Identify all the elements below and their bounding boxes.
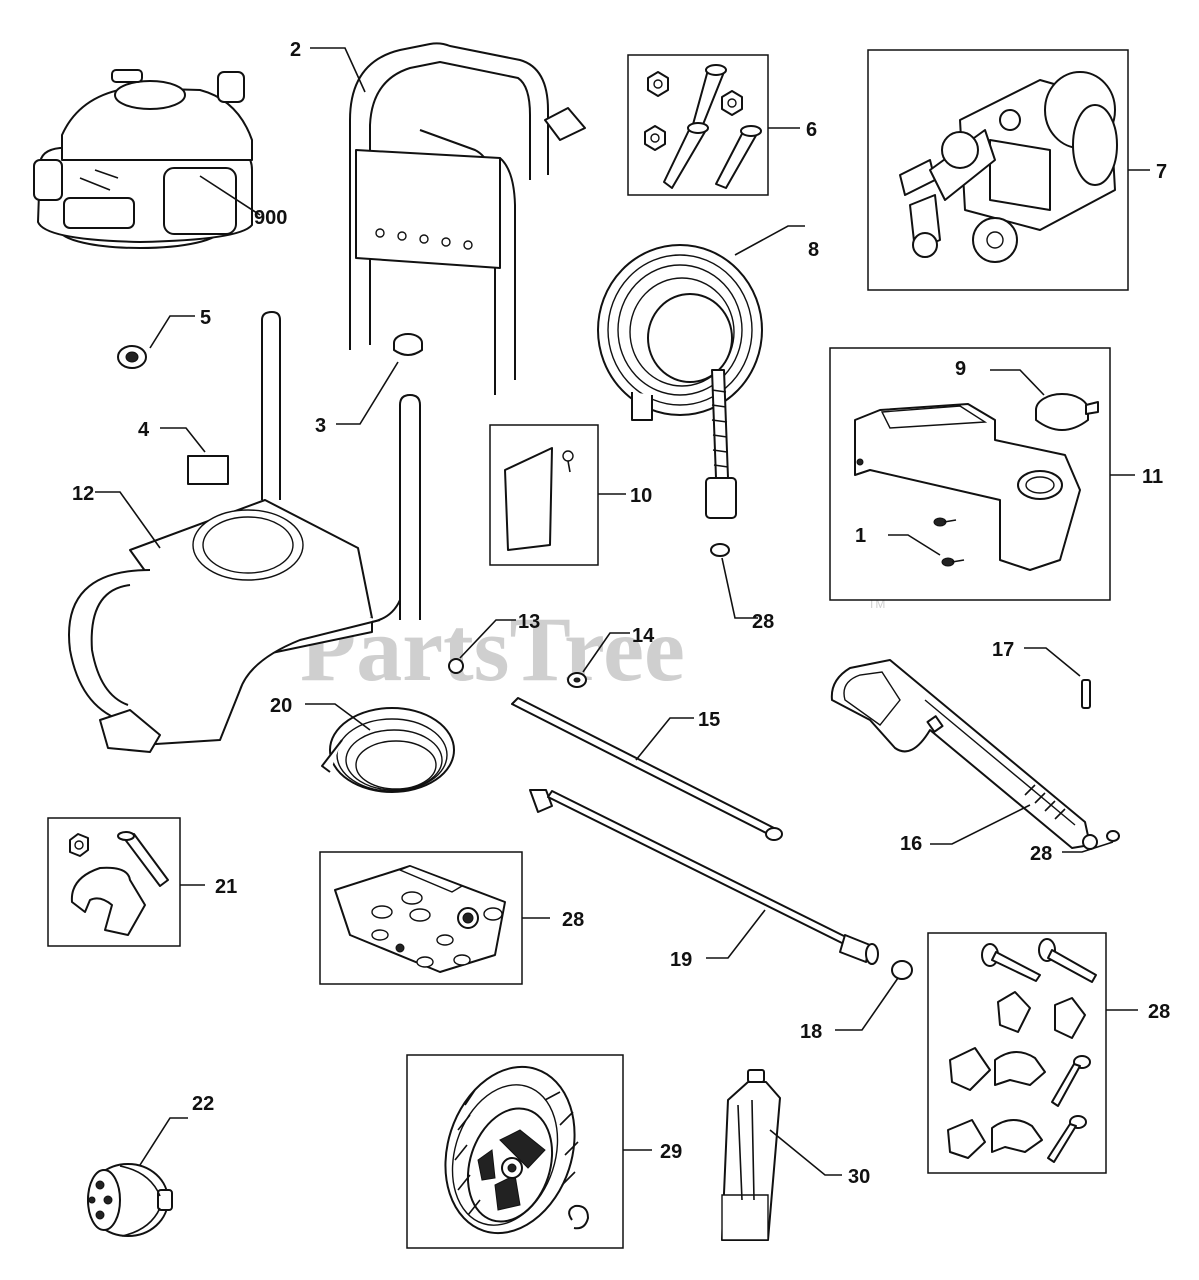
part-engine[interactable]: [33, 69, 253, 249]
part-washer-hose[interactable]: [710, 543, 730, 557]
part-handle-bracket[interactable]: [854, 403, 1081, 571]
leader-17: [1024, 647, 1081, 677]
callout-22: 22: [192, 1093, 214, 1115]
callout-13: 13: [518, 611, 540, 633]
part-hook-kit[interactable]: [69, 831, 169, 936]
leader-19: [706, 909, 766, 959]
callout-29: 29: [660, 1141, 682, 1163]
leader-28a: [721, 557, 758, 619]
part-spray-gun[interactable]: [830, 659, 1098, 850]
leader-14: [582, 632, 630, 673]
callout-8: 8: [808, 239, 819, 261]
callout-15: 15: [698, 709, 720, 731]
box-hardware-kit: [927, 932, 1107, 1174]
part-wheel[interactable]: [425, 1050, 595, 1250]
part-washer-wand[interactable]: [891, 960, 913, 980]
part-pump[interactable]: [899, 71, 1118, 263]
callout-3: 3: [315, 415, 326, 437]
box-wheel: [406, 1054, 624, 1249]
callout-1: 12: [72, 483, 94, 505]
callout-16: 16: [900, 833, 922, 855]
callout-30: 30: [848, 1166, 870, 1188]
callout-4: 4: [138, 419, 150, 441]
part-decal-plate[interactable]: [504, 447, 574, 551]
leader-3: [336, 361, 399, 425]
callout-900: 900: [254, 207, 287, 229]
leader-15: [635, 717, 694, 761]
leader-11: [888, 534, 941, 556]
leader-1: [95, 491, 161, 549]
box-handle-bracket: [829, 347, 1111, 601]
leader-28d: [835, 977, 899, 1031]
callout-6: 6: [806, 119, 817, 141]
part-bracket-cap[interactable]: [1035, 393, 1099, 431]
part-plug[interactable]: [117, 345, 147, 369]
part-wheel-clip[interactable]: [568, 1204, 589, 1230]
leader-22: [139, 1117, 188, 1166]
leader-28b: [1062, 841, 1114, 853]
callout-17: 17: [992, 639, 1014, 661]
part-washer-gun[interactable]: [1106, 830, 1120, 842]
part-washer[interactable]: [567, 672, 587, 688]
leader-13: [459, 619, 516, 659]
box-bolt-kit: [627, 54, 769, 196]
part-nozzle[interactable]: [87, 1163, 173, 1237]
callout-28d: 18: [800, 1021, 822, 1043]
part-label-sheet[interactable]: [334, 865, 506, 973]
callout-28c: 28: [562, 909, 584, 931]
leader-900: [199, 175, 261, 216]
callout-20: 20: [270, 695, 292, 717]
part-spray-wand[interactable]: [529, 789, 879, 965]
part-bracket-screws[interactable]: [933, 517, 965, 567]
leader-8: [734, 225, 805, 256]
callout-19: 19: [670, 949, 692, 971]
callout-11: 1: [855, 525, 866, 547]
callout-28b: 28: [1030, 843, 1052, 865]
leader-10: [990, 369, 1045, 396]
part-siphon-hose[interactable]: [321, 707, 455, 793]
part-high-pressure-hose[interactable]: [597, 244, 763, 519]
part-frame[interactable]: [68, 311, 421, 753]
callout-12: 10: [630, 485, 652, 507]
part-o-ring[interactable]: [448, 658, 464, 674]
part-label-decal[interactable]: [187, 455, 229, 485]
part-bolt-kit[interactable]: [644, 64, 762, 189]
callout-2: 2: [290, 39, 301, 61]
callout-7: 7: [1156, 161, 1167, 183]
callout-10: 9: [955, 358, 966, 380]
callout-21: 21: [215, 876, 237, 898]
box-decal-plate: [489, 424, 599, 566]
part-oil-bottle[interactable]: [721, 1069, 781, 1241]
callout-5: 5: [200, 307, 211, 329]
leader-2: [310, 47, 366, 93]
callout-28a: 28: [752, 611, 774, 633]
part-pin[interactable]: [1081, 679, 1091, 709]
leader-16: [930, 804, 1031, 845]
callout-9: 11: [1142, 466, 1163, 488]
part-handle[interactable]: [349, 42, 586, 395]
box-hook-kit: [47, 817, 181, 947]
part-hardware-kit[interactable]: [947, 938, 1097, 1163]
callout-14: 14: [632, 625, 655, 647]
part-wand-extension[interactable]: [511, 697, 783, 841]
leader-20: [305, 703, 371, 731]
part-cap[interactable]: [393, 333, 423, 356]
leader-5: [149, 315, 195, 349]
callout-18: 28: [1148, 1001, 1170, 1023]
leader-4: [160, 427, 206, 453]
watermark-trademark: TM: [868, 597, 885, 611]
leader-30: [769, 1129, 842, 1176]
